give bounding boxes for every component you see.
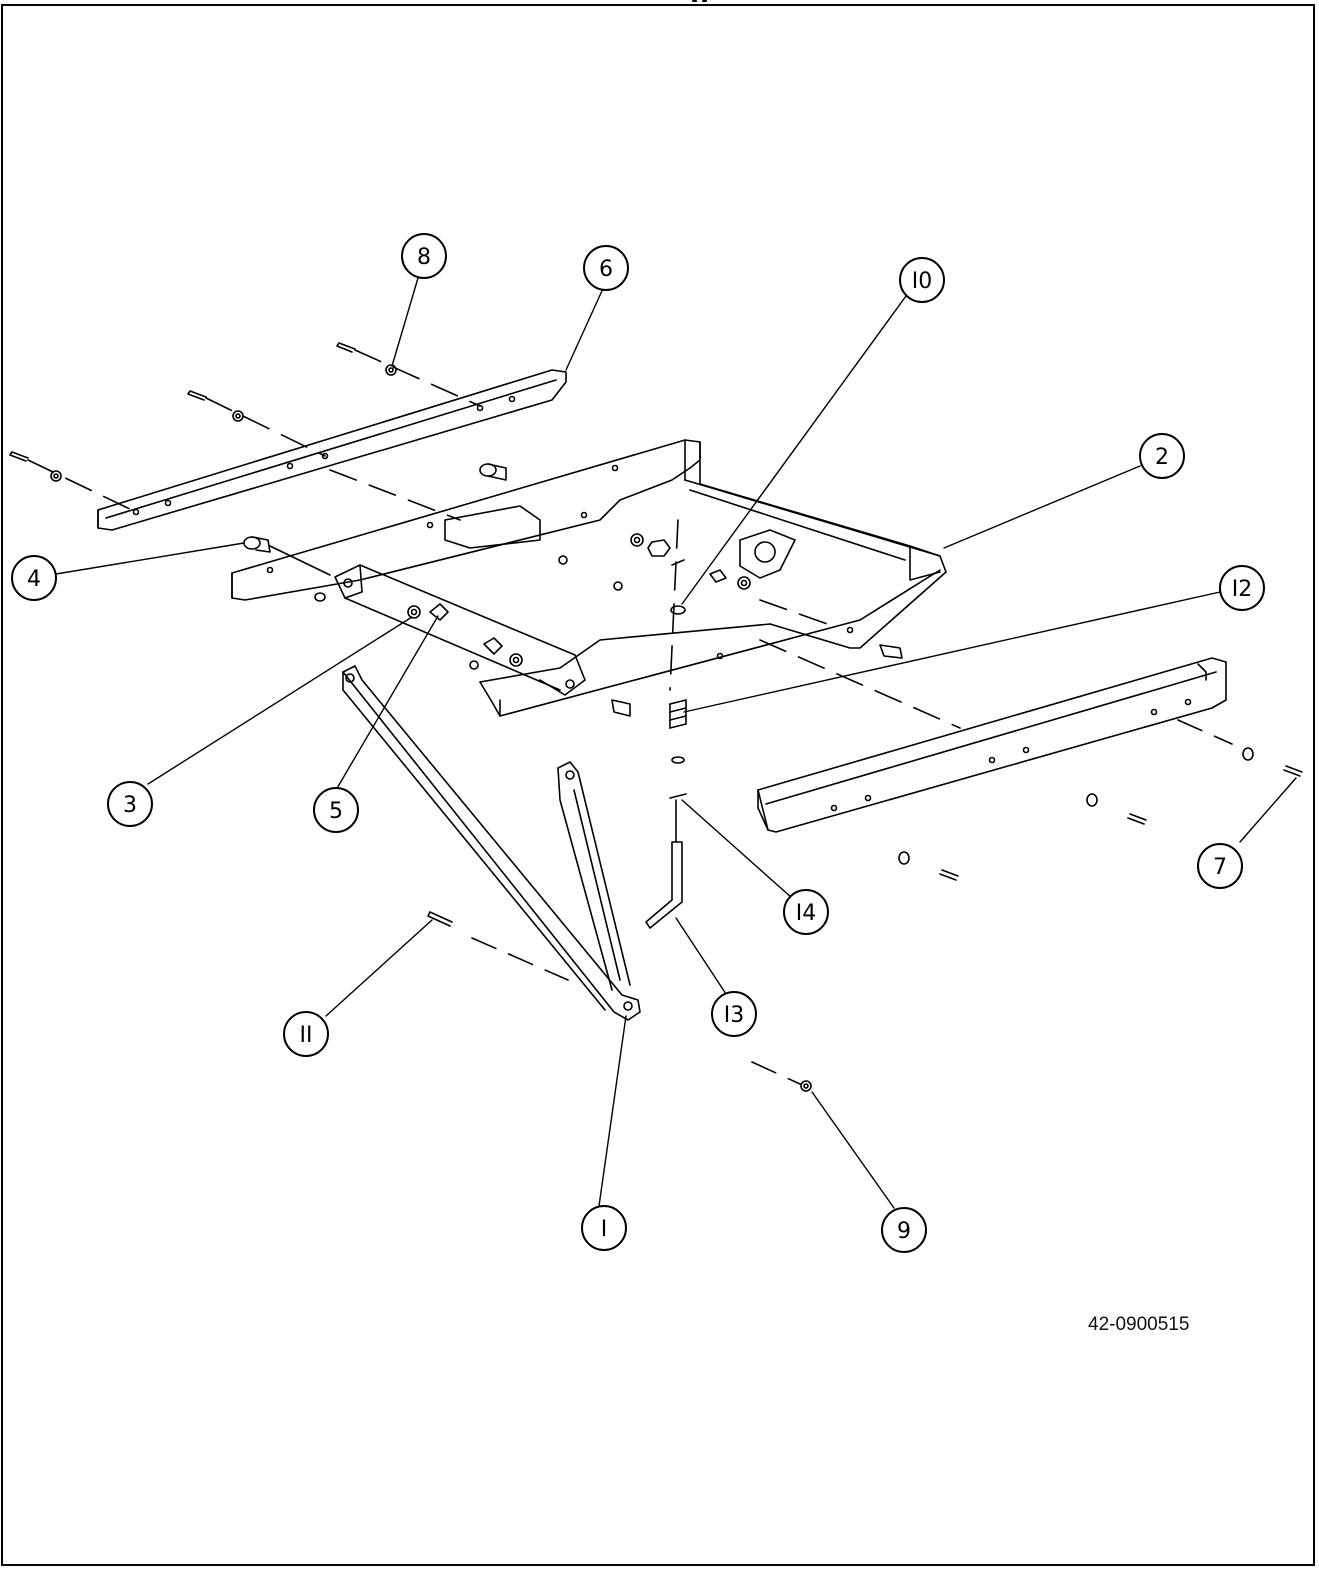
callout-8-label: 8 (417, 245, 431, 270)
brace-bolt (427, 911, 569, 981)
callout-14: I4 (783, 889, 829, 935)
callout-11-label: II (300, 1023, 313, 1048)
callout-12: I2 (1219, 565, 1265, 611)
page-title-text: y (690, 0, 709, 2)
leader-lines (55, 277, 1297, 1209)
callout-3-label: 3 (123, 793, 137, 818)
main-frame (231, 439, 947, 717)
callout-13: I3 (711, 991, 757, 1037)
bolts-left-rail (9, 342, 397, 482)
callout-5: 5 (313, 787, 359, 833)
callout-3: 3 (107, 781, 153, 827)
callout-2-label: 2 (1155, 445, 1169, 470)
callout-2: 2 (1139, 433, 1185, 479)
spring-assembly (669, 559, 687, 843)
callout-9-label: 9 (897, 1219, 911, 1244)
side-rail-right (757, 657, 1227, 833)
nut-part-9 (751, 1061, 812, 1092)
bolts-right-rail (898, 719, 1303, 881)
callout-7: 7 (1197, 843, 1243, 889)
callout-11: II (283, 1011, 329, 1057)
callout-6-label: 6 (599, 257, 613, 282)
assembly-lines-left (27, 349, 481, 521)
callout-5-label: 5 (329, 799, 343, 824)
assembly-lines-frame (669, 519, 961, 729)
drawing-border (1, 4, 1315, 1566)
callout-6: 6 (583, 245, 629, 291)
callout-10: I0 (899, 257, 945, 303)
callout-8: 8 (401, 233, 447, 279)
drawing-number: 42-0900515 (1088, 1314, 1190, 1335)
callout-7-label: 7 (1213, 855, 1227, 880)
callout-1: I (581, 1205, 627, 1251)
callout-12-label: I2 (1232, 577, 1253, 602)
callout-4-label: 4 (27, 567, 41, 592)
callout-4: 4 (11, 555, 57, 601)
side-rail-left (97, 369, 567, 531)
callout-1-label: I (601, 1217, 608, 1242)
callout-9: 9 (881, 1207, 927, 1253)
page-title-fragment: y (690, 0, 716, 2)
support-brace (342, 665, 641, 1021)
latch-pin (645, 841, 683, 929)
callout-10-label: I0 (912, 269, 933, 294)
callout-14-label: I4 (796, 901, 817, 926)
callout-13-label: I3 (724, 1003, 745, 1028)
